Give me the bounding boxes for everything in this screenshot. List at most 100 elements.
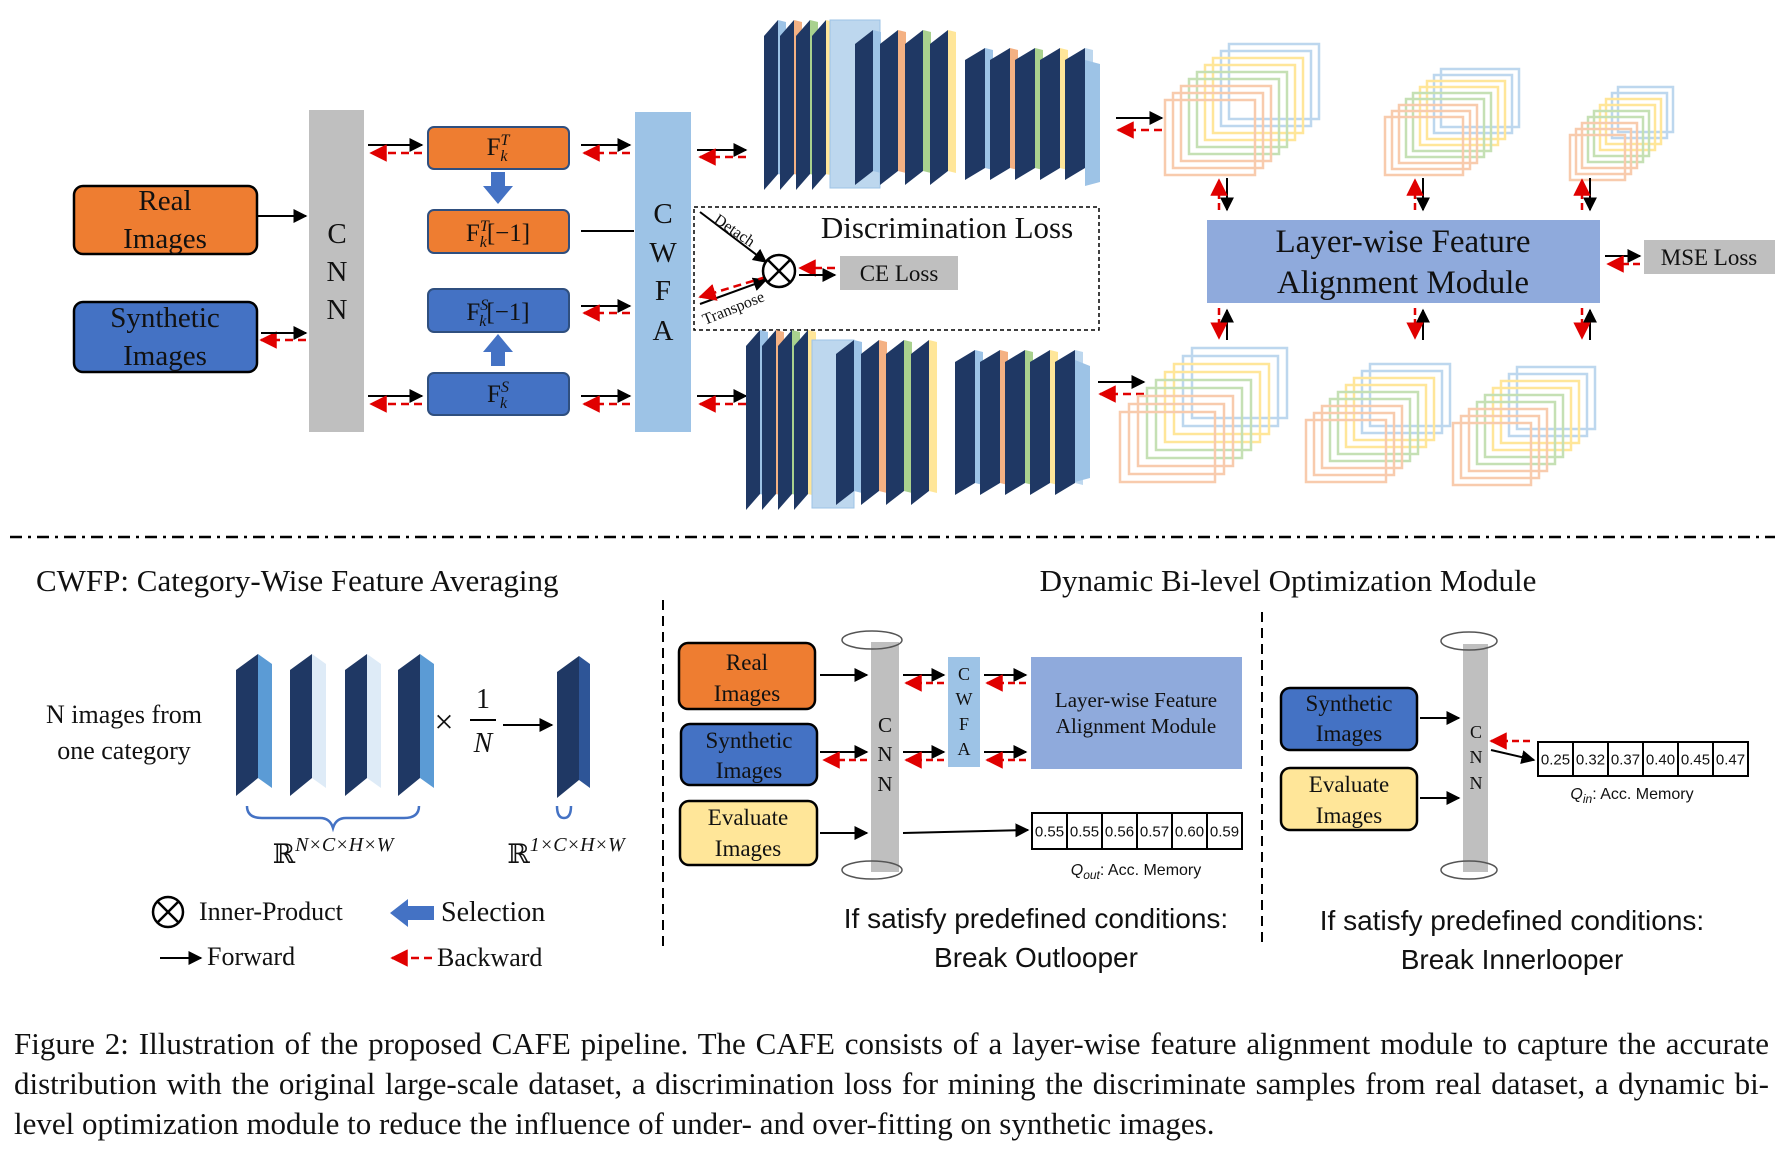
- outer-real-label-1: Real: [726, 650, 768, 675]
- qout-value-5: 0.60: [1175, 823, 1204, 840]
- cwfa-block: C W F A: [635, 112, 691, 432]
- qout-value-2: 0.55: [1070, 823, 1099, 840]
- category-slab-2: [290, 654, 326, 796]
- qin-value-2: 0.32: [1576, 751, 1605, 768]
- outer-lfam-label-1: Layer-wise Feature: [1055, 688, 1217, 712]
- outer-evaluate-label-2: Images: [715, 836, 781, 861]
- inner-cnn-letter-3: N: [1470, 773, 1483, 793]
- top-g3-face: [1085, 60, 1100, 186]
- averaged-slab: [557, 656, 590, 798]
- discrimination-loss-panel: Discrimination Loss Detach Transpose CE …: [693, 206, 1100, 331]
- category-slab-1: [236, 654, 272, 796]
- outer-cwfa-letter-4: A: [958, 739, 971, 759]
- inner-memory-label: Qin: Acc. Memory: [1570, 786, 1693, 806]
- synthetic-images-box: Synthetic Images: [72, 300, 259, 374]
- top-g3-slab-1: [965, 48, 993, 180]
- category-slab-3: [345, 654, 381, 796]
- mse-loss-box: MSE Loss: [1644, 240, 1775, 274]
- inner-loop-panel: Synthetic Images Evaluate Images C N N 0…: [1279, 631, 1749, 975]
- outer-lfam-label-2: Alignment Module: [1056, 714, 1216, 738]
- outer-cnn-letter-2: N: [877, 742, 892, 766]
- qin-cell-5: [1677, 741, 1714, 777]
- inner-condition-1: If satisfy predefined conditions:: [1320, 905, 1704, 936]
- qin-cell-4: [1642, 741, 1679, 777]
- bottom-g3-face: [1075, 360, 1090, 482]
- qin-value-3: 0.37: [1611, 751, 1640, 768]
- qout-value-4: 0.57: [1140, 823, 1169, 840]
- synthetic-images-label-2: Images: [123, 340, 207, 372]
- synthetic-images-label-1: Synthetic: [110, 302, 220, 334]
- top-g2-slab-1: [855, 30, 881, 185]
- teacher-feature-stacks: [764, 19, 1100, 190]
- qin-value-4: 0.40: [1646, 751, 1675, 768]
- bottom-g2-slab-3: [886, 340, 912, 505]
- outer-cnn-letter-3: N: [877, 772, 892, 796]
- qin-value-5: 0.45: [1681, 751, 1710, 768]
- top-g3-slab-4: [1040, 48, 1068, 180]
- layer-bottom-1: [1118, 346, 1289, 484]
- svg-text:FTk: FTk: [487, 132, 511, 165]
- outer-real-label-2: Images: [714, 681, 780, 706]
- brace-out: [555, 805, 573, 820]
- cnn-block: C N N: [309, 110, 364, 432]
- legend-backward: Backward: [437, 943, 542, 972]
- cwfa-letter-1: C: [653, 198, 672, 230]
- layer-bottom-2: [1304, 362, 1452, 484]
- category-feature-slabs: [236, 654, 590, 798]
- discrimination-loss-label: Discrimination Loss: [821, 210, 1073, 245]
- outer-loop-panel: Real Images Synthetic Images Evaluate Im…: [677, 630, 1243, 973]
- qout-cell-2: [1066, 812, 1103, 850]
- cnn-letter-2: N: [327, 256, 348, 288]
- fraction-denominator: N: [473, 728, 494, 759]
- legend-inner-product: Inner-Product: [199, 897, 344, 926]
- top-g2-slab-4: [930, 30, 956, 185]
- top-g2-slab-2: [880, 30, 906, 185]
- bottom-g3-slab-2: [980, 350, 1008, 495]
- inner-cnn-letter-1: C: [1470, 722, 1482, 742]
- fraction-numerator: 1: [476, 684, 490, 715]
- legend-selection: Selection: [441, 897, 545, 928]
- inner-synthetic-label-2: Images: [1316, 721, 1382, 746]
- outer-cwfa-letter-2: W: [956, 689, 973, 709]
- outer-loop-bottom-icon: [841, 860, 903, 880]
- lfam-vertical-arrows: [1210, 178, 1597, 340]
- dim-in-label: ℝN×C×H×W: [273, 834, 396, 869]
- cnn-letter-1: C: [327, 218, 346, 250]
- inner-evaluate-label-2: Images: [1316, 803, 1382, 828]
- inner-loop-bottom-icon: [1440, 860, 1498, 880]
- qout-value-6: 0.59: [1210, 823, 1239, 840]
- synthetic-feature-stacks: [746, 330, 1090, 510]
- feature-layer-groups: [1118, 42, 1675, 487]
- svg-text:FTk[−1]: FTk[−1]: [466, 218, 530, 251]
- mse-loss-label: MSE Loss: [1661, 245, 1758, 270]
- real-images-label-1: Real: [138, 185, 191, 217]
- legend-selection-icon: [390, 899, 434, 927]
- qin-value-1: 0.25: [1541, 751, 1570, 768]
- svg-text:FSk: FSk: [487, 379, 509, 412]
- n-images-label-1: N images from: [46, 700, 202, 729]
- qin-cell-2: [1572, 741, 1609, 777]
- outer-synthetic-label-1: Synthetic: [706, 728, 793, 753]
- outer-evaluate-label-1: Evaluate: [708, 805, 788, 830]
- cnn-letter-3: N: [327, 294, 348, 326]
- outer-loop-top-icon: [841, 630, 903, 650]
- qout-cell-6: [1206, 812, 1243, 850]
- qout-cell-5: [1171, 812, 1208, 850]
- layer-top-1: [1163, 42, 1321, 177]
- qin-cell-1: [1537, 741, 1574, 777]
- ce-loss-label: CE Loss: [860, 261, 939, 286]
- detach-label: Detach: [711, 211, 758, 250]
- cwfa-letter-3: F: [655, 275, 671, 307]
- qin-value-6: 0.47: [1716, 751, 1745, 768]
- inner-acc-memory: 0.25 0.32 0.37 0.40 0.45 0.47: [1537, 741, 1749, 777]
- qin-cell-3: [1607, 741, 1644, 777]
- top-g3-slab-2: [990, 48, 1018, 180]
- dbo-title: Dynamic Bi-level Optimization Module: [1040, 563, 1537, 598]
- inner-synthetic-label-1: Synthetic: [1306, 691, 1393, 716]
- inner-loop-top-icon: [1440, 631, 1498, 651]
- qin-cell-6: [1712, 741, 1749, 777]
- qout-cell-4: [1136, 812, 1173, 850]
